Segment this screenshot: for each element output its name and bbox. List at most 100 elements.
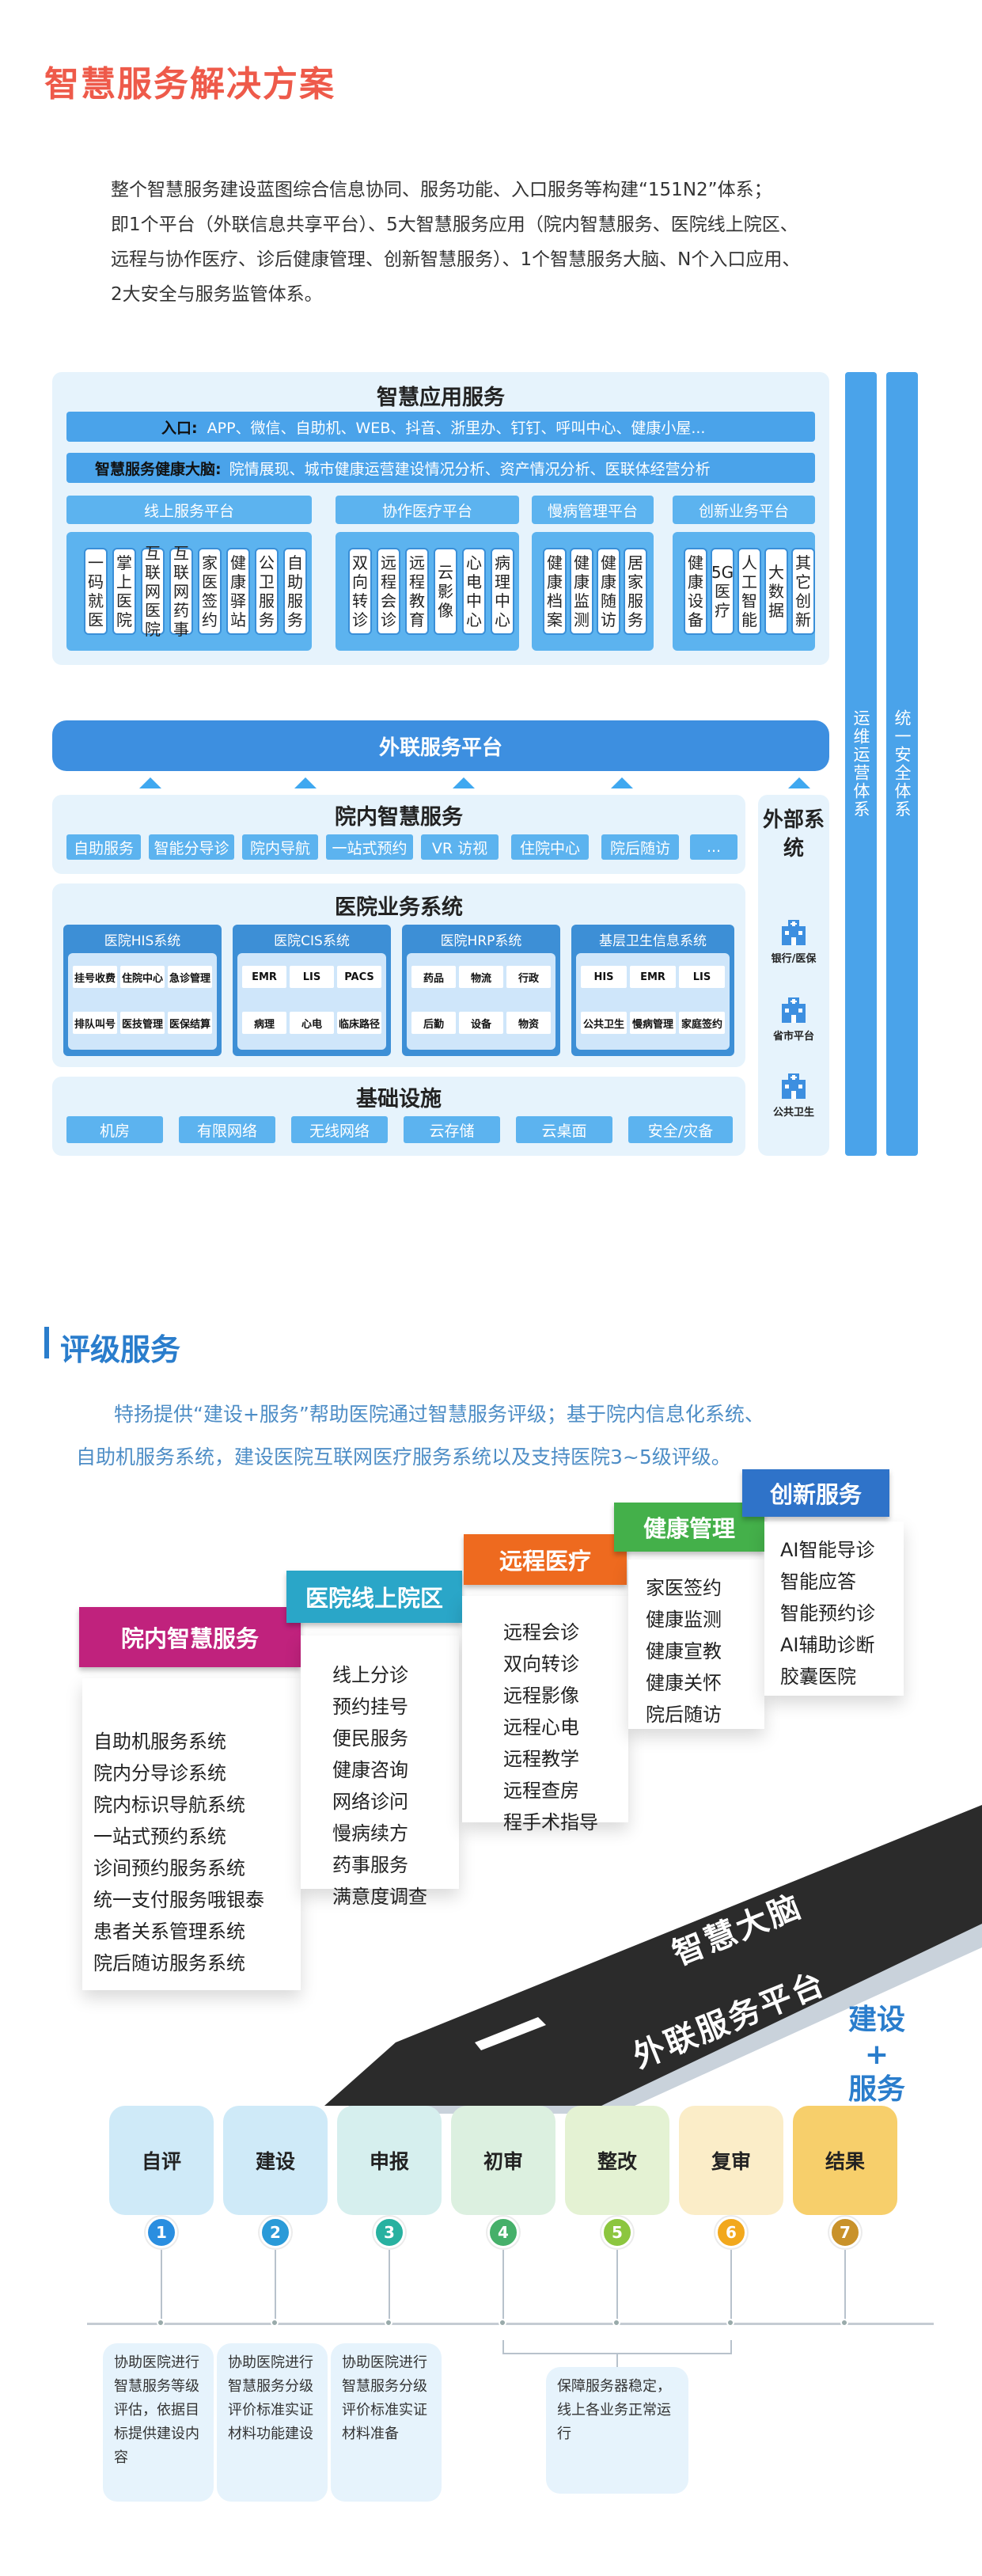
stair-item: 诊间预约服务系统	[93, 1857, 245, 1879]
system-cell: 病理	[242, 1012, 286, 1034]
entry-bar: 入口: APP、微信、自助机、WEB、抖音、浙里办、钉钉、呼叫中心、健康小屋..…	[66, 412, 815, 442]
infra-title: 基础设施	[356, 1087, 442, 1111]
system-cell: PACS	[337, 966, 381, 988]
infra-item: 云存储	[404, 1116, 500, 1143]
system-cell: 设备	[459, 1012, 503, 1034]
infra-item: 无线网络	[291, 1116, 388, 1143]
system-cell: EMR	[630, 966, 676, 988]
service-card: 自助服务	[283, 548, 307, 635]
step-card: 申报	[337, 2106, 442, 2215]
brain-bar: 智慧服务健康大脑: 院情展现、城市健康运营建设情况分析、资产情况分析、医联体经营…	[66, 453, 815, 483]
stair-card: 线上分诊 预约挂号 便民服务 健康咨询 网络诊问 慢病续方 药事服务 满意度调查	[301, 1636, 459, 1908]
road-graphic	[324, 1802, 982, 2114]
entry-text: APP、微信、自助机、WEB、抖音、浙里办、钉钉、呼叫中心、健康小屋...	[207, 419, 706, 437]
inhospital-item: 住院中心	[511, 834, 589, 860]
infra-item: 机房	[66, 1116, 163, 1143]
step-marker: 1	[146, 2217, 177, 2248]
stair-item: 自助机服务系统	[93, 1731, 226, 1753]
service-card: 5G医疗	[711, 548, 734, 635]
service-card: 云影像	[434, 548, 457, 635]
service-card: 远程教育	[405, 548, 429, 635]
system-cell: 心电	[290, 1012, 334, 1034]
bracket	[502, 2340, 732, 2354]
step-note: 保障服务器稳定，线上各业务正常运行	[546, 2367, 688, 2494]
stair-card: 家医签约 健康监测 健康宣教 健康关怀 院后随访	[628, 1560, 764, 1729]
step-card: 复审	[679, 2106, 783, 2215]
system-box: 医院HIS系统 挂号收费 住院中心 急诊管理 排队叫号 医技管理 医保结算	[63, 925, 222, 1056]
up-arrow	[294, 777, 317, 788]
inhospital-item: 智能分导诊	[149, 834, 234, 860]
stair-item: 健康宣教	[646, 1640, 722, 1662]
stair-item: 远程会诊	[503, 1621, 579, 1643]
ops-system-bar: 运维运营体系	[845, 372, 877, 1156]
external-item: 省市平台	[772, 1031, 814, 1043]
marker-stem	[389, 2250, 390, 2321]
service-card: 健康档案	[543, 548, 567, 635]
system-cell: 急诊管理	[168, 966, 212, 988]
infra-item: 云桌面	[516, 1116, 612, 1143]
inhospital-item: 一站式预约	[326, 834, 413, 860]
infra-item: 安全/灾备	[628, 1116, 733, 1143]
group-title-chronic: 慢病管理平台	[532, 496, 654, 524]
step-card: 建设	[223, 2106, 328, 2215]
timeline-dot	[612, 2319, 620, 2327]
security-system-bar: 统一安全体系	[886, 372, 918, 1156]
system-cell: 行政	[506, 966, 551, 988]
stair-item: 院后随访	[646, 1704, 722, 1726]
service-card: 大数据	[764, 548, 788, 635]
brain-label: 智慧服务健康大脑:	[95, 460, 222, 478]
brain-text: 院情展现、城市健康运营建设情况分析、资产情况分析、医联体经营分析	[229, 460, 711, 478]
timeline-dot	[385, 2319, 392, 2327]
system-cell: 排队叫号	[73, 1012, 117, 1034]
marker-stem	[502, 2250, 504, 2321]
system-name: 医院HIS系统	[104, 933, 181, 949]
system-box: 医院HRP系统 药品 物流 行政 后勤 设备 物资	[402, 925, 560, 1056]
intro-line: 整个智慧服务建设蓝图综合信息协同、服务功能、入口服务等构建“151N2”体系；	[111, 180, 772, 200]
system-cell: 医技管理	[120, 1012, 165, 1034]
marker-stem	[616, 2250, 618, 2321]
infra-item: 有限网络	[179, 1116, 275, 1143]
timeline-dot	[726, 2319, 734, 2327]
system-cell: LIS	[679, 966, 725, 988]
system-cell: 住院中心	[120, 966, 165, 988]
stair-item: 远程影像	[503, 1685, 579, 1707]
hospital-icon	[779, 918, 809, 945]
service-label: 服务	[847, 2073, 905, 2106]
stair-item: 智能应答	[780, 1571, 856, 1593]
timeline-dot	[271, 2319, 279, 2327]
service-card: 双向转诊	[348, 548, 372, 635]
stair-item: 健康关怀	[646, 1672, 722, 1694]
step-card: 结果	[793, 2106, 897, 2215]
page-title: 智慧服务解决方案	[44, 64, 336, 104]
system-cell: 医保结算	[168, 1012, 212, 1034]
stair-item: 健康咨询	[332, 1759, 408, 1781]
bracket-stem	[616, 2354, 618, 2367]
step-note: 协助医院进行智慧服务等级评估，依据目标提供建设内容	[103, 2343, 214, 2502]
stair-item: 远程教学	[503, 1748, 579, 1770]
hospital-icon	[779, 996, 809, 1023]
stair-item: AI辅助诊断	[780, 1634, 875, 1656]
stair-item: 远程心电	[503, 1716, 579, 1738]
group-title-collab: 协作医疗平台	[336, 496, 519, 524]
stair-item: 统一支付服务哦银泰	[93, 1889, 264, 1911]
marker-stem	[730, 2250, 732, 2321]
stair-item: 慢病续方	[332, 1822, 408, 1845]
intro-line: 特扬提供“建设+服务”帮助医院通过智慧服务评级；基于院内信息化系统、	[114, 1403, 764, 1426]
step-card: 整改	[565, 2106, 669, 2215]
stair-item: 智能预约诊	[780, 1602, 875, 1624]
stair-item: 网络诊问	[332, 1791, 408, 1813]
stair-item: 院内分导诊系统	[93, 1762, 226, 1784]
system-cell: 药品	[411, 966, 456, 988]
intro-line: 自助机服务系统，建设医院互联网医疗服务系统以及支持医院3~5级评级。	[76, 1446, 731, 1468]
system-cell: 公共卫生	[581, 1012, 627, 1034]
system-cell: 家庭签约	[679, 1012, 725, 1034]
entry-label: 入口:	[161, 419, 198, 437]
system-cell: 挂号收费	[73, 966, 117, 988]
step-note: 协助医院进行智慧服务分级评价标准实证材料准备	[331, 2343, 442, 2502]
marker-stem	[161, 2250, 162, 2321]
marker-stem	[844, 2250, 846, 2321]
stair-item: 预约挂号	[332, 1696, 408, 1718]
stair-item: 家医签约	[646, 1577, 722, 1599]
stair-card: 自助机服务系统 院内分导诊系统 院内标识导航系统 一站式预约系统 诊间预约服务系…	[82, 1678, 301, 1990]
system-name: 医院CIS系统	[274, 933, 350, 949]
